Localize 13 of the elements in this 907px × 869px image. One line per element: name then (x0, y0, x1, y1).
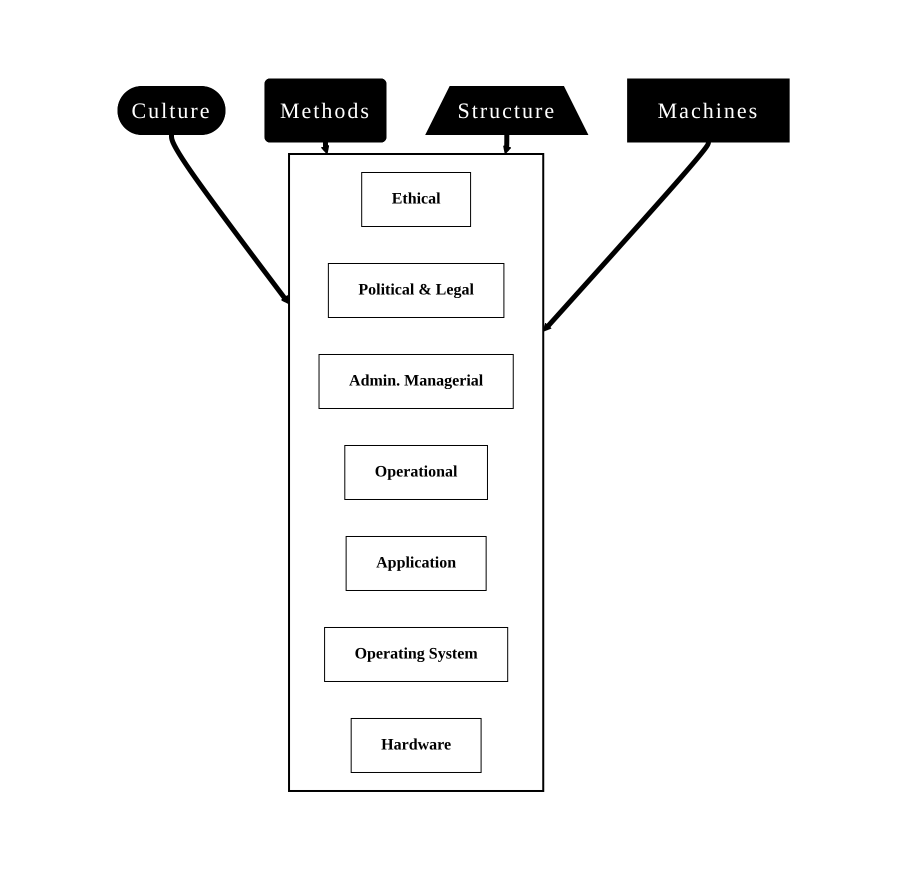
arrow (542, 140, 711, 332)
arrow (320, 140, 330, 154)
node-box: Ethical (361, 172, 471, 226)
cluster (288, 152, 544, 792)
node-box: Machines (627, 78, 790, 142)
arrow (168, 134, 290, 304)
node-box: Operational (344, 444, 488, 500)
node-box: Application (346, 536, 487, 590)
node-box: Operating System (324, 626, 508, 682)
arrow (502, 134, 512, 154)
node-box: Hardware (350, 717, 482, 772)
node-box: Political & Legal (328, 262, 504, 318)
node-box: Admin. Managerial (318, 354, 514, 408)
